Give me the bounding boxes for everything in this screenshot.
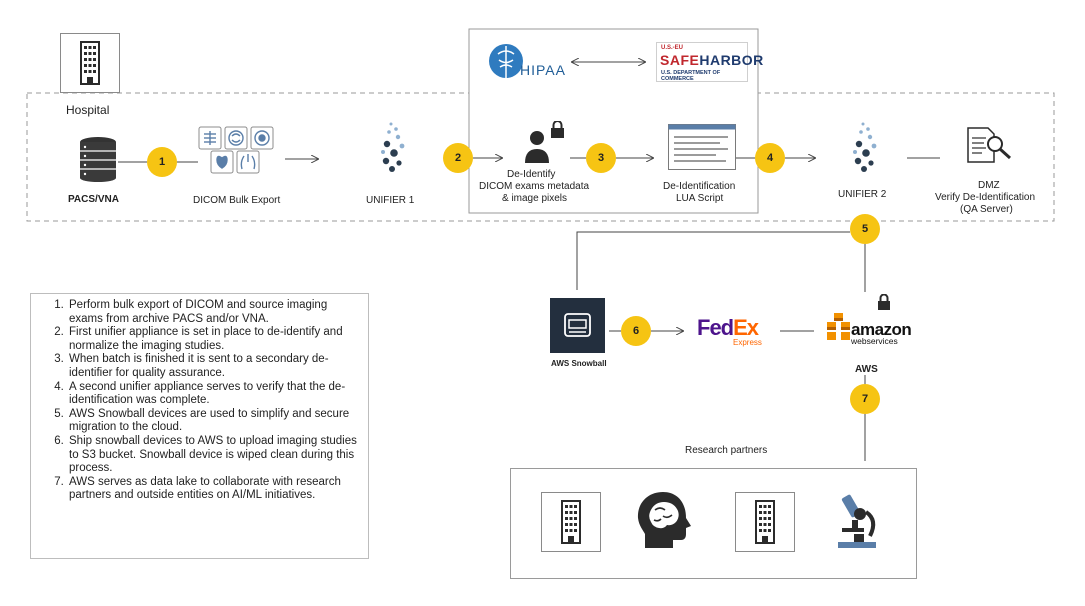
research-building-icon-2: [735, 492, 795, 557]
fedex-express-text: Express: [733, 338, 762, 347]
step-item-1: Perform bulk export of DICOM and source …: [67, 299, 362, 326]
fedex-logo: FedEx: [697, 315, 759, 340]
amazon-logo-text: amazon: [851, 320, 912, 339]
unifier-1-icon: [378, 121, 408, 182]
document-search-icon: [966, 126, 1014, 169]
safeharbor-subtitle: U.S. DEPARTMENT OF COMMERCE: [661, 70, 721, 82]
safeharbor-logo: U.S.-EU SAFEHARBOR U.S. DEPARTMENT OF CO…: [656, 42, 763, 82]
deidentify-label-line1: De-Identify: [507, 169, 556, 180]
step-badge-4: 4: [755, 143, 785, 173]
steps-list: Perform bulk export of DICOM and source …: [30, 293, 369, 559]
step-badge-1: 1: [147, 147, 177, 177]
deidentify-label-line3: & image pixels: [502, 193, 568, 204]
database-icon: [79, 136, 117, 187]
snowball-label: AWS Snowball: [551, 359, 607, 368]
unifier-1-label: UNIFIER 1: [366, 195, 415, 206]
hipaa-logo-text: HIPAA: [520, 62, 566, 78]
step-item-6: Ship snowball devices to AWS to upload i…: [67, 435, 362, 476]
hipaa-logo-icon: [488, 40, 524, 87]
hospital-building-icon: [60, 33, 120, 93]
dicom-export-label: DICOM Bulk Export: [193, 195, 281, 206]
step-item-3: When batch is finished it is sent to a s…: [67, 353, 362, 380]
research-partners-box: [510, 468, 917, 579]
unifier-2-icon: [850, 121, 880, 182]
safeharbor-title: SAFEHARBOR: [660, 52, 764, 68]
research-building-icon-1: [541, 492, 601, 557]
step-badge-3: 3: [586, 143, 616, 173]
medical-imaging-icon: [197, 125, 279, 184]
hospital-label: Hospital: [66, 103, 110, 117]
lua-label-line1: De-Identification: [663, 181, 736, 192]
lock-icon: [877, 293, 891, 315]
aws-cubes-icon: [826, 313, 852, 348]
step-item-5: AWS Snowball devices are used to simplif…: [67, 408, 362, 435]
person-lock-icon: [522, 120, 568, 170]
dmz-label-line1: DMZ: [978, 180, 1000, 191]
deidentify-label-line2: DICOM exams metadata: [479, 181, 590, 192]
step-item-4: A second unifier appliance serves to ver…: [67, 381, 362, 408]
step-item-2: First unifier appliance is set in place …: [67, 326, 362, 353]
step-badge-5: 5: [850, 214, 880, 244]
dmz-label-line2: Verify De-Identification: [935, 192, 1036, 203]
lua-label-line2: LUA Script: [676, 193, 724, 204]
aws-snowball-icon: [550, 298, 605, 353]
webservices-logo-text: webservices: [851, 336, 898, 346]
microscope-icon: [832, 492, 884, 555]
unifier-2-label: UNIFIER 2: [838, 189, 887, 200]
step-badge-2: 2: [443, 143, 473, 173]
safeharbor-top: U.S.-EU: [661, 45, 684, 51]
aws-label: AWS: [855, 364, 878, 375]
connector-snowball-unifier2: [576, 231, 850, 290]
step-badge-6: 6: [621, 316, 651, 346]
dmz-label-line3: (QA Server): [960, 204, 1013, 215]
step-badge-7: 7: [850, 384, 880, 414]
pacs-label: PACS/VNA: [68, 194, 119, 205]
research-partners-label: Research partners: [685, 445, 768, 456]
brain-head-icon: [633, 488, 697, 557]
step-item-7: AWS serves as data lake to collaborate w…: [67, 476, 362, 503]
script-document-icon: [668, 124, 736, 175]
